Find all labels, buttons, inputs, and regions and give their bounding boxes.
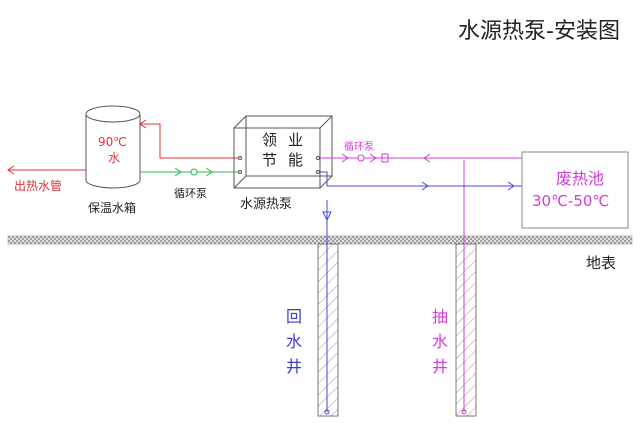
heat-pump-label: 水源热泵 xyxy=(240,197,292,212)
tank-temperature: 90℃ xyxy=(98,135,127,149)
pump-left-label: 循环泵 xyxy=(174,187,207,200)
pump-right-icon xyxy=(357,154,365,162)
tank-label: 保温水箱 xyxy=(88,200,136,215)
pump-right-label: 循环泵 xyxy=(344,140,374,153)
ground-label: 地表 xyxy=(586,254,616,272)
hot-water-outlet-pipe xyxy=(7,165,86,175)
return-well-char-2: 水 xyxy=(286,332,302,351)
return-well-char-1: 回 xyxy=(286,307,302,326)
pump-well-char-3: 井 xyxy=(432,357,448,376)
pump-well-char-1: 抽 xyxy=(432,307,448,326)
outlet-label: 出热水管 xyxy=(14,178,62,193)
return-well xyxy=(317,200,339,417)
return-well-char-3: 井 xyxy=(286,357,302,376)
waste-heat-loop xyxy=(320,153,522,163)
waste-pool-range: 30℃-50℃ xyxy=(532,192,609,210)
brand-char-4: 能 xyxy=(288,151,303,169)
pump-well xyxy=(455,160,477,417)
brand-char-1: 领 xyxy=(262,131,277,149)
hot-water-supply-pipe xyxy=(139,119,238,159)
circulation-loop-left xyxy=(140,167,238,177)
heat-pump-unit xyxy=(233,115,333,189)
page-title: 水源热泵-安装图 xyxy=(458,19,620,44)
storage-tank xyxy=(85,105,141,189)
brand-char-2: 业 xyxy=(288,131,303,149)
return-loop xyxy=(320,171,522,191)
waste-heat-pool xyxy=(521,151,629,229)
pump-left-icon xyxy=(190,168,198,176)
tank-water: 水 xyxy=(108,151,120,165)
ground-surface xyxy=(7,235,633,245)
pump-well-char-2: 水 xyxy=(432,332,448,351)
waste-pool-label: 废热池 xyxy=(556,169,604,188)
brand-char-3: 节 xyxy=(262,151,277,169)
